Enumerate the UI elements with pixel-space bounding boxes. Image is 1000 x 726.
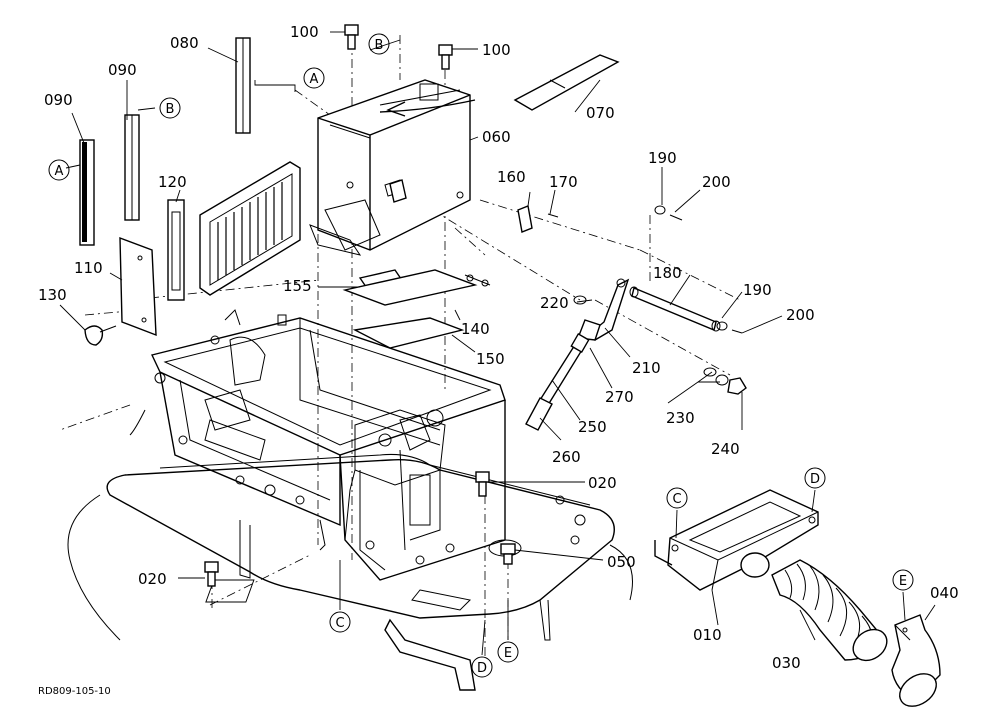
marker-c1: C (335, 616, 344, 631)
document-code: RD809-105-10 (38, 686, 111, 697)
label-060: 060 (482, 128, 511, 146)
bolt-020-center (475, 471, 490, 497)
label-190-bottom: 190 (743, 281, 772, 299)
marker-circle-e2 (892, 569, 914, 591)
label-090-right: 090 (108, 61, 137, 79)
label-240: 240 (711, 440, 740, 458)
label-100-left: 100 (290, 23, 319, 41)
marker-circle-b1 (159, 97, 181, 119)
filter-assembly (84, 161, 301, 346)
marker-circle-c1 (329, 611, 351, 633)
label-080: 080 (170, 34, 199, 52)
label-210: 210 (632, 359, 661, 377)
bolt-100-left (344, 24, 359, 50)
marker-circle-c2 (666, 487, 688, 509)
label-200-bottom: 200 (786, 306, 815, 324)
cover-box-060 (309, 79, 476, 256)
marker-circle-a1 (48, 159, 70, 181)
bolt-100-right (438, 44, 453, 70)
label-230: 230 (666, 409, 695, 427)
flex-hose (771, 559, 888, 662)
marker-circle-e1 (497, 641, 519, 663)
label-140: 140 (461, 320, 490, 338)
label-260: 260 (552, 448, 581, 466)
marker-a1: A (55, 164, 64, 179)
bolts (204, 24, 516, 587)
label-020-left: 020 (138, 570, 167, 588)
label-160: 160 (497, 168, 526, 186)
plates (342, 269, 491, 349)
marker-e2: E (899, 574, 907, 589)
label-100-right: 100 (482, 41, 511, 59)
leader-lines (59, 31, 936, 656)
label-155: 155 (283, 277, 312, 295)
main-frame (129, 309, 506, 581)
marker-a2: A (310, 72, 319, 87)
label-250: 250 (578, 418, 607, 436)
label-220: 220 (540, 294, 569, 312)
label-170: 170 (549, 173, 578, 191)
marker-c2: C (672, 492, 681, 507)
strips (79, 37, 620, 246)
label-130: 130 (38, 286, 67, 304)
marker-circle-d1 (471, 656, 493, 678)
marker-b2: B (375, 38, 384, 53)
label-010: 010 (693, 626, 722, 644)
part-labels: 090 090 080 100 100 060 070 160 170 190 … (38, 23, 959, 672)
marker-e1: E (504, 646, 512, 661)
label-070: 070 (586, 104, 615, 122)
filter-fins (217, 182, 283, 280)
marker-circle-b2 (368, 33, 390, 55)
label-180: 180 (653, 264, 682, 282)
label-190-top: 190 (648, 149, 677, 167)
duct-assembly (654, 489, 941, 707)
marker-b1: B (166, 102, 175, 117)
label-110: 110 (74, 259, 103, 277)
label-120: 120 (158, 173, 187, 191)
reference-markers: A A B B C C D D E E (48, 33, 914, 678)
marker-circle-d2 (804, 467, 826, 489)
floor-plate (67, 454, 633, 691)
label-200-top: 200 (702, 173, 731, 191)
label-040: 040 (930, 584, 959, 602)
linkage (389, 179, 747, 431)
label-270: 270 (605, 388, 634, 406)
bolt-050 (500, 543, 516, 565)
marker-d2: D (810, 472, 820, 487)
elbow-040 (891, 614, 941, 707)
marker-circle-a2 (303, 67, 325, 89)
label-030: 030 (772, 654, 801, 672)
label-150: 150 (476, 350, 505, 368)
label-020-center: 020 (588, 474, 617, 492)
label-090-left: 090 (44, 91, 73, 109)
bolt-020-left (204, 561, 219, 587)
label-050: 050 (607, 553, 636, 571)
marker-d1: D (477, 661, 487, 676)
